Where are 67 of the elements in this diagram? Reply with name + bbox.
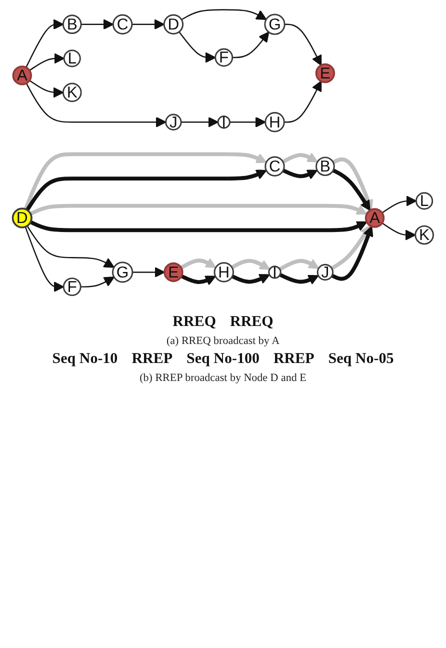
arrow: [382, 222, 416, 240]
arrow: [181, 9, 267, 20]
arrow: [231, 274, 270, 284]
node-circle: G: [112, 262, 134, 283]
arrow: [26, 19, 64, 68]
node-circle: J: [165, 114, 182, 130]
arrow: [332, 168, 370, 211]
arrow: [382, 196, 417, 214]
node-circle: L: [416, 192, 434, 210]
arrow: [181, 116, 218, 128]
arrow: [26, 170, 267, 212]
message-label: RREQ: [230, 314, 274, 332]
arrow: [332, 157, 374, 210]
node-circle: B: [62, 14, 82, 34]
node-circle: C: [112, 14, 133, 34]
node-circle: A: [12, 66, 32, 86]
node-circle: K: [414, 225, 434, 245]
arrow: [282, 168, 318, 180]
arrow: [279, 272, 319, 285]
node-circle: I: [268, 266, 282, 279]
arrow: [331, 226, 374, 281]
node-circle: C: [264, 156, 285, 176]
arrow: [278, 258, 320, 272]
arrow: [24, 152, 267, 210]
arrow: [132, 19, 165, 30]
arrow: [284, 80, 322, 123]
arrow: [232, 32, 270, 58]
figure-caption: (b) RREP broadcast by Node D and E: [138, 372, 308, 384]
arrow: [80, 276, 115, 288]
arrow: [30, 220, 368, 232]
arrow: [284, 24, 322, 66]
message-label: RREP: [132, 351, 173, 368]
arrow: [81, 19, 114, 30]
node-circle: F: [62, 278, 82, 296]
arrow: [282, 152, 318, 164]
arrow: [132, 266, 165, 278]
node-circle: J: [316, 264, 334, 281]
node-circle: F: [214, 48, 234, 67]
figure-caption: (a) RREQ broadcast by A: [165, 335, 281, 348]
arrow: [29, 80, 64, 98]
arrow: [29, 53, 65, 71]
node-circle: B: [316, 156, 335, 176]
node-circle: H: [214, 262, 234, 282]
arrow: [30, 204, 368, 216]
message-label: RREQ: [172, 314, 216, 332]
arrow: [231, 258, 270, 270]
arrow: [26, 226, 115, 268]
node-circle: G: [264, 14, 286, 35]
sequence-number-label: Seq No-05: [328, 351, 394, 368]
arrow: [24, 226, 64, 292]
node-circle: K: [62, 82, 82, 102]
node-circle: D: [12, 208, 32, 228]
sequence-number-label: Seq No-100: [186, 351, 260, 368]
node-circle: H: [264, 112, 285, 132]
message-label: RREP: [273, 351, 314, 368]
arrow: [178, 31, 216, 63]
node-circle: I: [217, 116, 230, 129]
node-circle: E: [164, 262, 184, 282]
node-circle: E: [315, 63, 336, 84]
arrow: [180, 258, 216, 270]
arrow: [180, 274, 216, 286]
arrow: [230, 116, 266, 128]
sequence-number-label: Seq No-10: [52, 351, 118, 368]
arrow: [330, 225, 370, 270]
node-circle: L: [63, 50, 81, 68]
node-circle: A: [364, 208, 385, 228]
node-circle: D: [163, 14, 184, 34]
